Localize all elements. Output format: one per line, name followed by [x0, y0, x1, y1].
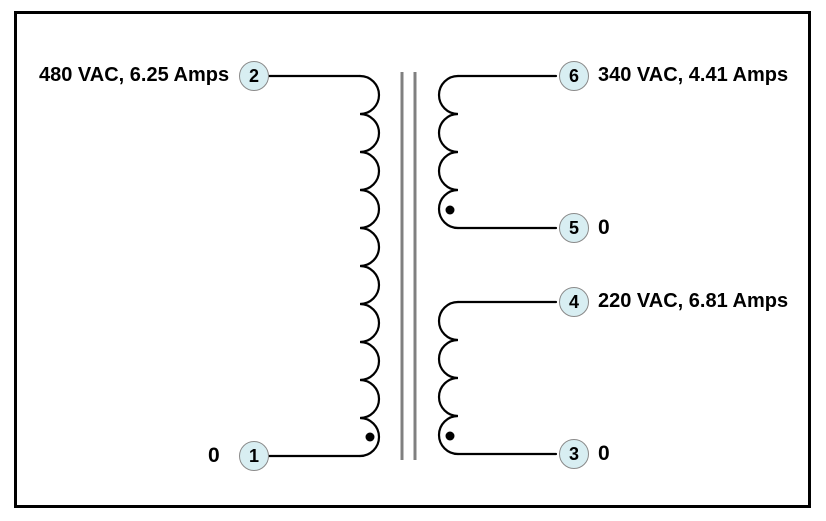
label-secondary-top-low: 0	[598, 216, 610, 239]
polarity-dot-secondary-top	[445, 205, 455, 215]
terminal-6[interactable]: 6	[559, 61, 589, 91]
terminal-3[interactable]: 3	[559, 439, 589, 469]
terminal-4[interactable]: 4	[559, 287, 589, 317]
polarity-dot-secondary-bottom	[445, 431, 455, 441]
terminal-1[interactable]: 1	[239, 441, 269, 471]
polarity-dot-primary	[365, 432, 375, 442]
terminal-5[interactable]: 5	[559, 213, 589, 243]
label-primary-low: 0	[208, 444, 220, 467]
label-secondary-bottom-high: 220 VAC, 6.81 Amps	[598, 290, 789, 312]
label-secondary-top-high: 340 VAC, 4.41 Amps	[598, 64, 789, 86]
primary-winding	[264, 74, 381, 458]
secondary-winding-bottom	[437, 300, 558, 456]
diagram-frame	[14, 11, 811, 508]
terminal-2[interactable]: 2	[239, 61, 269, 91]
secondary-winding-top	[437, 74, 558, 230]
label-secondary-bottom-low: 0	[598, 442, 610, 465]
label-primary-high: 480 VAC, 6.25 Amps	[39, 64, 230, 86]
transformer-core	[400, 72, 417, 460]
